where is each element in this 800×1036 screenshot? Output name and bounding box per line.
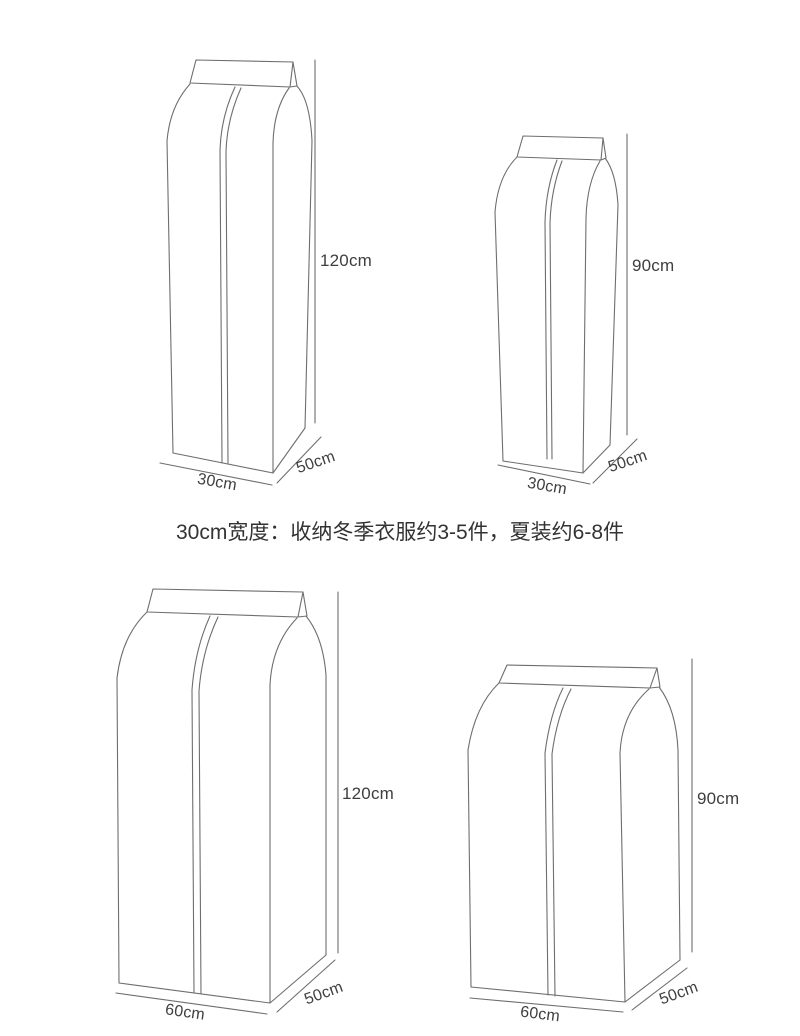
- width-dimension-line: [115, 992, 268, 1015]
- width-dimension-line: [159, 462, 273, 486]
- height-label: 90cm: [697, 789, 740, 808]
- garment-bag-60x50x90-drawing: [467, 658, 693, 1013]
- garment-bag-30x50x90-drawing: [494, 133, 638, 485]
- width-dimension-line: [497, 464, 591, 485]
- depth-dimension-line: [631, 967, 688, 1011]
- height-label: 120cm: [320, 251, 373, 270]
- garment-bag-60x50x120-drawing: [115, 588, 339, 1015]
- garment-bag-30x50x120-drawing: [159, 59, 322, 486]
- depth-dimension-line: [276, 436, 322, 484]
- depth-dimension-line: [592, 438, 638, 484]
- depth-dimension-line: [276, 959, 336, 1013]
- capacity-caption: 30cm宽度：收纳冬季衣服约3-5件，夏装约6-8件: [175, 521, 625, 544]
- height-label: 90cm: [632, 256, 675, 275]
- height-label: 120cm: [342, 784, 395, 803]
- width-dimension-line: [469, 997, 624, 1013]
